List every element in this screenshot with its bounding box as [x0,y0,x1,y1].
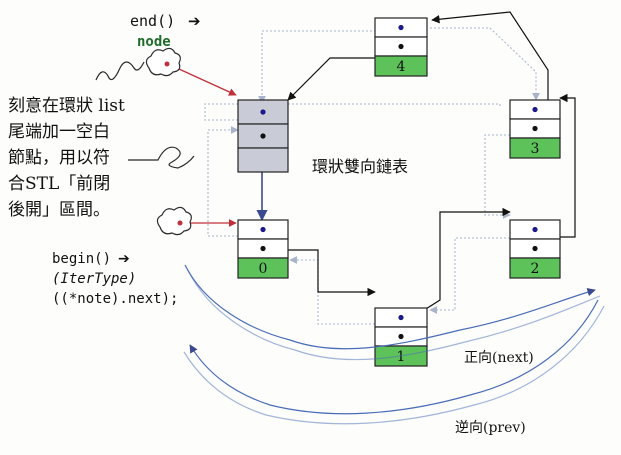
prev-pointer-dot [532,106,538,113]
squiggle-marks [95,61,195,169]
list-node-n1: 1 [374,307,428,367]
annotation-squiggle-mark [128,146,195,169]
node-value-field [237,147,289,173]
prev-link-4-to-blank [258,30,380,104]
forward-direction-arrow-echo [187,269,601,361]
direction-arrows [183,264,605,425]
prev-link-2-to-1 [429,237,510,314]
next-pointer-dot [260,133,266,139]
prev-links [204,27,540,325]
node-value-field [509,257,561,279]
node-value-label: 1 [397,349,406,365]
prev-pointer-dot [398,314,404,321]
end-squiggle-mark [95,61,145,81]
next-link-0-to-1 [262,249,376,297]
next-link-1-to-2 [401,207,511,325]
node-value-field [509,137,561,159]
next-pointer-dot [532,125,538,132]
next-pointer-dot [532,245,538,252]
backward-label: 逆向(prev) [455,420,526,436]
prev-link-3-to-4 [430,27,540,101]
prev-link-blank-to-3 [204,103,501,121]
prev-pointer-dot [260,226,266,233]
node-next-field [237,123,289,149]
begin-cloud-icon [156,206,192,236]
node-value-label: 3 [531,141,540,157]
end-cloud-icon [145,47,181,77]
node-value-label: 0 [259,261,268,277]
next-pointer-dot [260,245,266,252]
list-node-n0: 0 [237,219,289,279]
list-node-n4: 4 [374,17,428,77]
forward-label: 正向(next) [464,350,534,366]
begin-arrow-icon: ➔ [118,251,130,267]
end-label: end() [130,12,175,30]
backward-direction-arrow-echo [183,305,605,425]
end-arrow-icon: ➔ [188,12,201,30]
annotation-line: 節點，用以符 [8,148,110,168]
annotation-line: 合STL「前閉 [8,174,110,194]
begin-label: begin() [52,251,111,267]
node-value-label: 2 [531,261,540,277]
forward-direction-arrow [184,264,596,350]
list-node-n2: 2 [509,219,561,279]
list-node-blank [237,99,289,173]
begin-code-line-1: (IterType) [52,271,136,287]
nodes: 0 1 2 3 4 [237,17,561,367]
annotation-line: 刻意在環狀 list [8,96,125,116]
node-value-field [237,257,289,279]
begin-code-line-2: ((*note).next); [52,291,178,307]
node-label: node [137,34,171,50]
next-pointer-dot [398,43,404,50]
node-pointers [167,63,237,227]
prev-pointer-dot [260,109,266,115]
center-label: 環狀雙向鏈表 [312,157,408,176]
prev-pointer-dot [532,226,538,233]
prev-link-0-to-blank [207,126,239,237]
annotation-line: 尾端加一空白 [8,122,110,142]
node-value-label: 4 [397,59,406,75]
list-node-n3: 3 [509,99,561,159]
next-pointer-dot [398,333,404,340]
backward-direction-arrow [189,299,599,415]
node-value-field [374,55,428,77]
prev-pointer-dot [398,24,404,31]
annotation-line: 後開」區間。 [8,200,110,220]
prev-link-3-to-2 [484,134,511,219]
